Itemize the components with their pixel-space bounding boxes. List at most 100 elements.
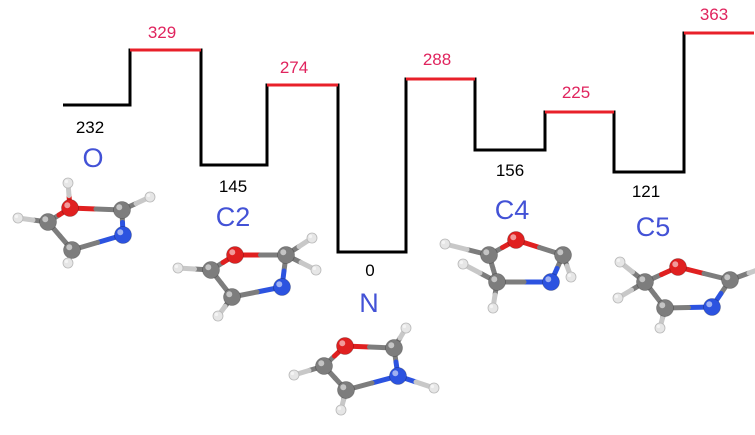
profile-connectors [63,31,754,254]
molecule-n [288,322,440,416]
atom-highlight [214,312,219,317]
nitrogen-atom [273,278,291,296]
atom-highlight [430,384,435,389]
molecule-c2 [172,232,322,322]
hydrogen-atom [335,404,347,416]
atom-highlight [14,214,19,219]
site-label-n: N [359,288,379,318]
atom-highlight [318,360,325,367]
carbon-atom [39,213,57,231]
hydrogen-atom [62,177,74,189]
bond [746,268,755,276]
site-label-c5: C5 [636,212,671,242]
value-c5: 121 [632,182,660,201]
hydrogen-atom [614,256,626,268]
atom-highlight [42,216,49,223]
energy-profile [63,31,754,254]
hydrogen-atom [487,302,499,314]
atom-highlight [706,301,713,308]
value-ts-1: 329 [148,23,176,42]
carbon-atom [385,339,403,357]
atom-highlight [567,273,572,278]
molecule-o [12,177,156,269]
atom-highlight [339,340,346,347]
carbon-atom [636,273,654,291]
atom-highlight [146,193,151,198]
hydrogen-atom [62,257,74,269]
atom-highlight [276,281,283,288]
atom-highlight [117,229,124,236]
hydrogen-atom [12,212,24,224]
site-labels: O C2 N C4 C5 [82,143,670,318]
atom-highlight [340,384,347,391]
carbon-atom [202,261,220,279]
atom-highlight [312,266,317,271]
hydrogen-atom [428,382,440,394]
value-c4: 156 [496,161,524,180]
value-ts-5: 363 [700,5,728,24]
carbon-atom [113,201,131,219]
atom-highlight [483,249,490,256]
atom-highlight [557,249,564,256]
atom-highlight [491,276,498,283]
hydrogen-atom [144,191,156,203]
hydrogen-atom [288,369,300,381]
atom-highlight [616,258,621,263]
hydrogen-atom [654,322,666,334]
atom-highlight [614,294,619,299]
energy-values: 232 329 145 274 0 288 156 225 121 363 [76,5,728,280]
atom-highlight [290,371,295,376]
carbon-atom [656,299,674,317]
site-label-c2: C2 [216,202,251,232]
carbon-atom [337,381,355,399]
oxygen-atom [507,231,525,249]
atom-highlight [116,204,123,211]
oxygen-atom [61,199,79,217]
site-label-o: O [82,143,103,173]
nitrogen-atom [114,226,132,244]
atom-highlight [489,304,494,309]
value-n: 0 [365,261,374,280]
value-o: 232 [76,118,104,137]
value-c2: 145 [219,177,247,196]
atom-highlight [205,264,212,271]
atom-highlight [64,259,69,264]
atom-highlight [280,249,287,256]
atom-highlight [402,324,407,329]
site-label-c4: C4 [495,195,530,225]
atom-highlight [226,291,233,298]
atom-highlight [308,234,313,239]
carbon-atom [223,288,241,306]
atom-highlight [229,249,236,256]
molecule-c4 [439,231,577,314]
nitrogen-atom [703,298,721,316]
value-ts-4: 225 [562,83,590,102]
atom-highlight [659,302,666,309]
nitrogen-atom [389,367,407,385]
atom-highlight [441,240,446,245]
value-ts-3: 288 [423,50,451,69]
carbon-atom [721,271,739,289]
atom-highlight [510,234,517,241]
hydrogen-atom [439,238,451,250]
atom-highlight [672,261,679,268]
hydrogen-atom [172,262,184,274]
hydrogen-atom [310,264,322,276]
hydrogen-atom [457,258,469,270]
atom-highlight [545,276,552,283]
carbon-atom [488,273,506,291]
carbon-atom [315,357,333,375]
nitrogen-atom [542,273,560,291]
atom-highlight [337,406,342,411]
oxygen-atom [669,258,687,276]
oxygen-atom [226,246,244,264]
hydrogen-atom [212,310,224,322]
atom-highlight [388,342,395,349]
carbon-atom [277,246,295,264]
carbon-atom [554,246,572,264]
atom-highlight [64,202,71,209]
atom-highlight [724,274,731,281]
carbon-atom [480,246,498,264]
hydrogen-atom [306,232,318,244]
